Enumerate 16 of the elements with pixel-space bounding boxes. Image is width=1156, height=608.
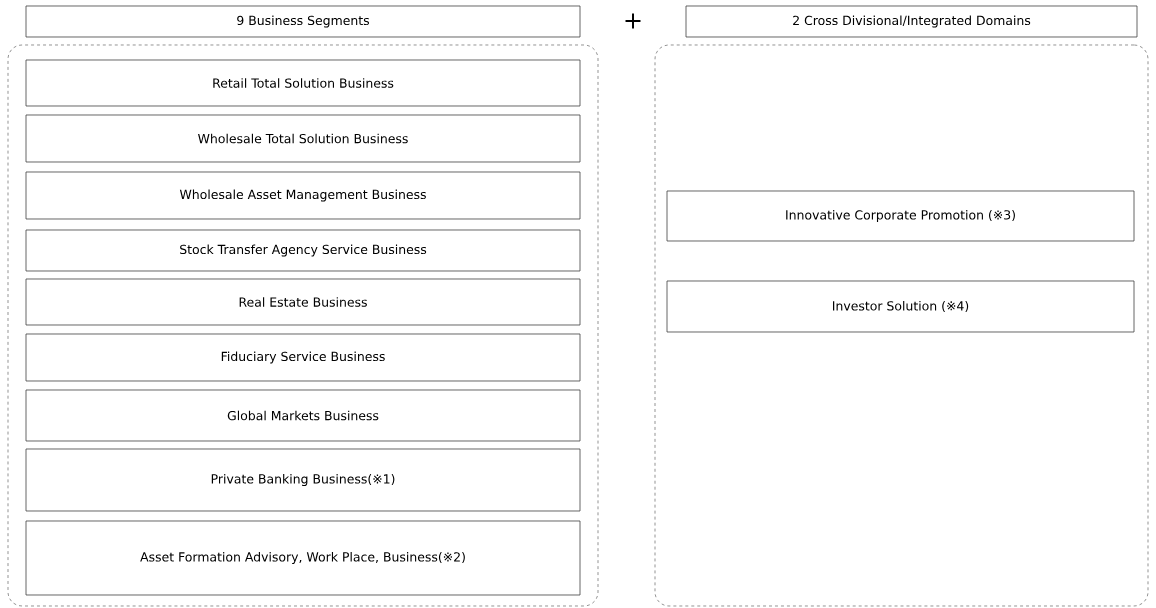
segment-box: Real Estate Business [25, 278, 581, 326]
segment-box: Investor Solution (※4) [666, 280, 1135, 333]
segment-box: Global Markets Business [25, 389, 581, 442]
segment-box: Private Banking Business(※1) [25, 448, 581, 512]
container-frame [654, 44, 1149, 607]
segment-box: Asset Formation Advisory, Work Place, Business(※2) [25, 520, 581, 596]
segment-box: Wholesale Total Solution Business [25, 114, 581, 163]
plus-sign: + [625, 13, 641, 29]
segment-box: Wholesale Asset Management Business [25, 171, 581, 220]
segment-box: Innovative Corporate Promotion (※3) [666, 190, 1135, 242]
title-box: 9 Business Segments [25, 5, 581, 38]
segment-box: Fiduciary Service Business [25, 333, 581, 382]
segment-box: Stock Transfer Agency Service Business [25, 229, 581, 272]
container-frame [7, 44, 599, 607]
segment-box: Retail Total Solution Business [25, 59, 581, 107]
title-box: 2 Cross Divisional/Integrated Domains [685, 5, 1138, 38]
